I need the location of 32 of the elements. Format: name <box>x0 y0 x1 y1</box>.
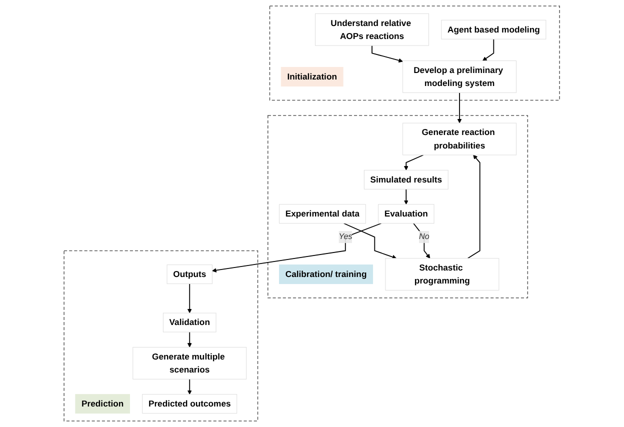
cluster <box>64 250 258 422</box>
arrow <box>372 45 404 63</box>
node-box: Stochastic programming <box>385 258 500 290</box>
node-box: Generate reaction probabilities <box>402 122 517 156</box>
node-box: Calibration/ training <box>279 264 374 284</box>
node-box: Outputs <box>166 264 213 284</box>
node-box: Initialization <box>281 66 344 86</box>
edge-label: Yes <box>338 232 352 242</box>
node-box: Evaluation <box>378 204 434 224</box>
arrow <box>457 92 462 124</box>
node-box: Prediction <box>75 394 130 414</box>
node-box: Validation <box>163 312 216 332</box>
edge-label: No <box>419 232 430 242</box>
node-box: Develop a preliminary modeling system <box>402 60 517 93</box>
node-box: Predicted outcomes <box>142 394 238 414</box>
arrow <box>404 188 409 205</box>
node-box: Generate multiple scenarios <box>132 346 247 380</box>
node-box: Understand relative AOPs reactions <box>315 13 430 46</box>
arrow <box>344 222 397 260</box>
arrow <box>188 332 192 348</box>
arrow <box>188 378 192 395</box>
arrow <box>188 283 192 314</box>
arrow <box>482 38 494 61</box>
node-box: Simulated results <box>364 170 449 190</box>
node-box: Experimental data <box>279 204 366 224</box>
arrow <box>413 222 430 259</box>
arrow <box>212 222 382 272</box>
cluster <box>270 6 560 101</box>
node-box: Agent based modeling <box>441 20 546 40</box>
arrow <box>467 154 480 259</box>
arrow <box>404 154 424 170</box>
cluster <box>268 115 528 298</box>
